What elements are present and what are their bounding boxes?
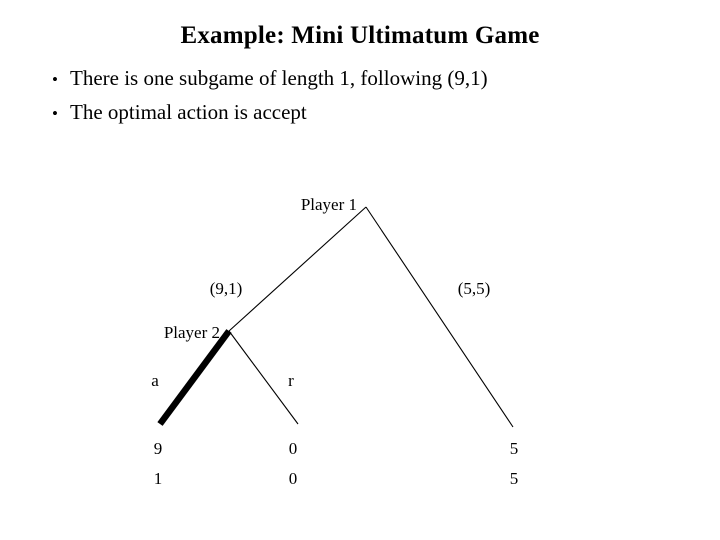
branch-label-p1-left-offer: (9,1) (209, 279, 243, 298)
branch-label-p1-right-offer: (5,5) (457, 279, 491, 298)
terminal-payoff-accept: 9 1 (135, 434, 181, 494)
payoff-value-player1: 0 (288, 439, 298, 458)
payoff-value-player1: 5 (509, 439, 519, 458)
edge-p1-right (365, 206, 514, 428)
payoff-value-player1: 9 (153, 439, 163, 458)
terminal-payoff-reject: 0 0 (270, 434, 316, 494)
node-label-player-1: Player 1 (300, 195, 357, 214)
edge-p2-right-reject (228, 330, 299, 425)
page-title: Example: Mini Ultimatum Game (180, 22, 540, 49)
edge-p1-left (228, 206, 367, 332)
branch-label-action-accept: a (151, 371, 159, 390)
list-item: • The optimal action is accept (40, 96, 700, 130)
payoff-value-player2: 5 (509, 469, 519, 488)
bullet-text: There is one subgame of length 1, follow… (70, 66, 488, 90)
bullet-list: • There is one subgame of length 1, foll… (40, 62, 700, 130)
list-item: • There is one subgame of length 1, foll… (40, 62, 700, 96)
bullet-point-icon: • (52, 104, 58, 123)
payoff-value-player2: 0 (288, 469, 298, 488)
bullet-text: The optimal action is accept (70, 100, 307, 124)
terminal-payoff-fair: 5 5 (491, 434, 537, 494)
branch-label-action-reject: r (288, 371, 294, 390)
payoff-value-player2: 1 (153, 469, 163, 488)
bullet-point-icon: • (52, 70, 58, 89)
node-label-player-2: Player 2 (163, 323, 220, 342)
edge-p2-left-accept-highlighted (157, 329, 232, 426)
